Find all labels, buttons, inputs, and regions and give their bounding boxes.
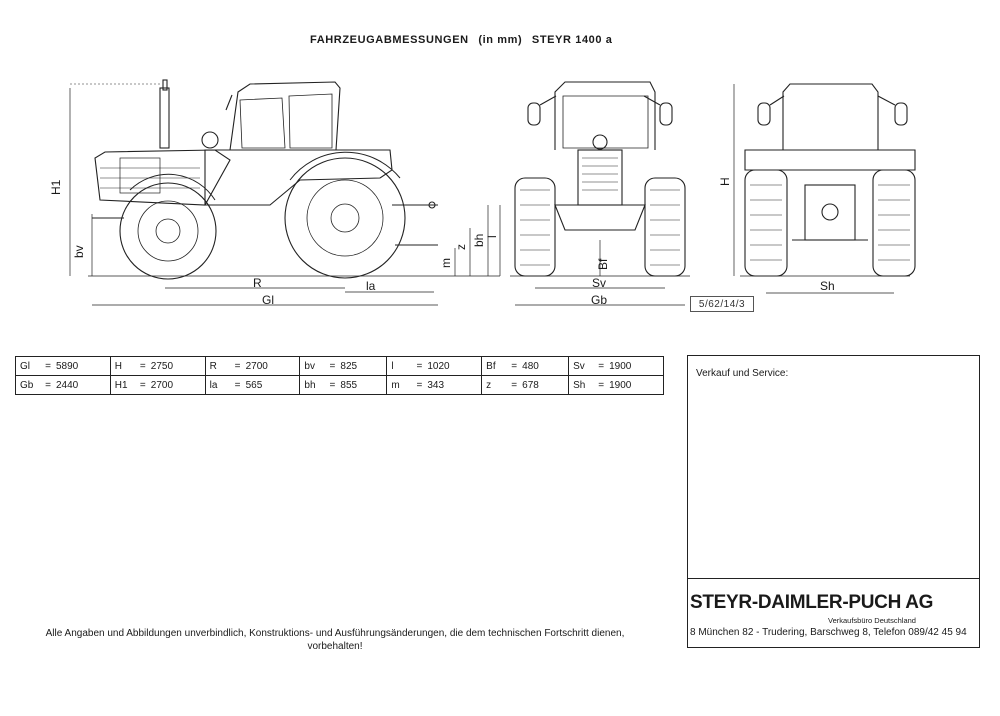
dimension-value: 825 <box>340 360 358 372</box>
label-la: la <box>366 279 376 293</box>
dimension-cell: Sv = 1900 <box>568 356 664 376</box>
dimension-cell: Sh = 1900 <box>568 375 664 395</box>
label-z: z <box>454 244 468 250</box>
table-row: Gb = 2440 H1 = 2700 la = 565 bh = 855 m = 343 z = 678 Sh = 1… <box>15 375 664 395</box>
dimension-value: 480 <box>522 360 539 372</box>
dimension-cell: bh = 855 <box>299 375 388 395</box>
dimension-key: bh <box>304 379 316 391</box>
equals-sign: = <box>598 379 605 391</box>
dimension-cell: bv = 825 <box>299 356 388 376</box>
dimension-key: R <box>209 360 217 372</box>
equals-sign: = <box>234 379 241 391</box>
dimension-cell: z = 678 <box>481 375 570 395</box>
label-Gb: Gb <box>591 293 607 307</box>
page-title: FAHRZEUGABMESSUNGEN (in mm) STEYR 1400 a <box>310 34 613 46</box>
dimension-value: 1900 <box>609 360 632 372</box>
dimension-cell: Bf = 480 <box>481 356 570 376</box>
dimension-cell: Gl = 5890 <box>15 356 111 376</box>
label-l: l <box>485 235 499 238</box>
equals-sign: = <box>139 379 146 391</box>
disclaimer-line-1: Alle Angaben und Abbildungen unverbindli… <box>45 628 625 639</box>
equals-sign: = <box>329 360 336 372</box>
equals-sign: = <box>416 379 423 391</box>
dimension-key: H <box>114 360 123 372</box>
side-view <box>69 79 501 306</box>
dimension-value: 678 <box>522 379 539 391</box>
dimension-cell: Gb = 2440 <box>15 375 111 395</box>
dimension-key: Gl <box>20 360 30 372</box>
dimension-key: l <box>391 360 394 372</box>
disclaimer: Alle Angaben und Abbildungen unverbindli… <box>0 627 670 653</box>
dimension-cell: R = 2700 <box>204 356 301 376</box>
dimension-key: la <box>209 379 218 391</box>
label-Sh: Sh <box>820 279 835 293</box>
dimension-key: Sh <box>573 379 586 391</box>
equals-sign: = <box>511 379 518 391</box>
equals-sign: = <box>234 360 241 372</box>
dimension-cell: H = 2750 <box>109 356 206 376</box>
dimension-value: 343 <box>427 379 445 391</box>
title-text: FAHRZEUGABMESSUNGEN <box>310 34 469 46</box>
dealer-label: Verkauf und Service: <box>696 368 789 379</box>
label-H1: H1 <box>49 179 63 195</box>
dealer-box: Verkauf und Service: STEYR-DAIMLER-PUCH … <box>687 355 980 648</box>
dimension-value: 1900 <box>609 379 632 391</box>
dimension-key: bv <box>304 360 315 372</box>
dimension-cell: H1 = 2700 <box>109 375 206 395</box>
equals-sign: = <box>511 360 518 372</box>
dimension-key: H1 <box>114 379 128 391</box>
dimension-value: 2440 <box>56 379 79 391</box>
tractor-dimension-drawing: H1 bv R la Gl m z bh l Bf Sv Gb H Sh <box>49 79 916 307</box>
dimension-value: 1020 <box>427 360 450 372</box>
label-bh: bh <box>472 234 486 247</box>
dimension-cell: la = 565 <box>204 375 301 395</box>
company-name: STEYR-DAIMLER-PUCH AG <box>690 592 934 613</box>
title-unit: (in mm) <box>478 34 523 46</box>
dimension-value: 2700 <box>150 379 174 391</box>
dimension-key: Sv <box>573 360 585 372</box>
equals-sign: = <box>45 379 51 391</box>
dimensions-table: Gl = 5890 H = 2750 R = 2700 bv = 825 l = 1020 Bf = 480 Sv =… <box>15 356 664 395</box>
dimension-value: 855 <box>340 379 358 391</box>
sales-office: Verkaufsbüro Deutschland <box>828 616 916 625</box>
title-model: STEYR 1400 a <box>531 34 613 46</box>
label-Bf: Bf <box>596 258 610 270</box>
equals-sign: = <box>598 360 605 372</box>
drawing-reference-stamp: 5/62/14/3 <box>690 296 754 312</box>
dimension-key: Bf <box>486 360 496 372</box>
rear-view <box>733 83 916 294</box>
dimension-value: 5890 <box>56 360 79 372</box>
company-address: 8 München 82 - Trudering, Barschweg 8, T… <box>690 627 967 638</box>
dimension-value: 2700 <box>245 360 268 372</box>
table-row: Gl = 5890 H = 2750 R = 2700 bv = 825 l = 1020 Bf = 480 Sv =… <box>15 356 664 376</box>
label-m: m <box>439 258 453 268</box>
equals-sign: = <box>329 379 336 391</box>
label-bv: bv <box>72 245 86 258</box>
disclaimer-line-2: vorbehalten! <box>307 641 363 652</box>
dimension-key: Gb <box>20 379 34 391</box>
dimension-cell: m = 343 <box>386 375 483 395</box>
dimension-value: 565 <box>245 379 263 391</box>
front-view <box>510 81 690 306</box>
equals-sign: = <box>45 360 51 372</box>
dealer-divider <box>688 578 979 579</box>
label-Gl: Gl <box>262 293 274 307</box>
dimension-value: 2750 <box>150 360 174 372</box>
dimension-cell: l = 1020 <box>386 356 483 376</box>
equals-sign: = <box>416 360 423 372</box>
dimension-key: m <box>391 379 400 391</box>
equals-sign: = <box>139 360 146 372</box>
dimension-key: z <box>486 379 492 391</box>
label-H: H <box>718 177 732 186</box>
label-R: R <box>253 276 262 290</box>
label-Sv: Sv <box>592 276 606 290</box>
